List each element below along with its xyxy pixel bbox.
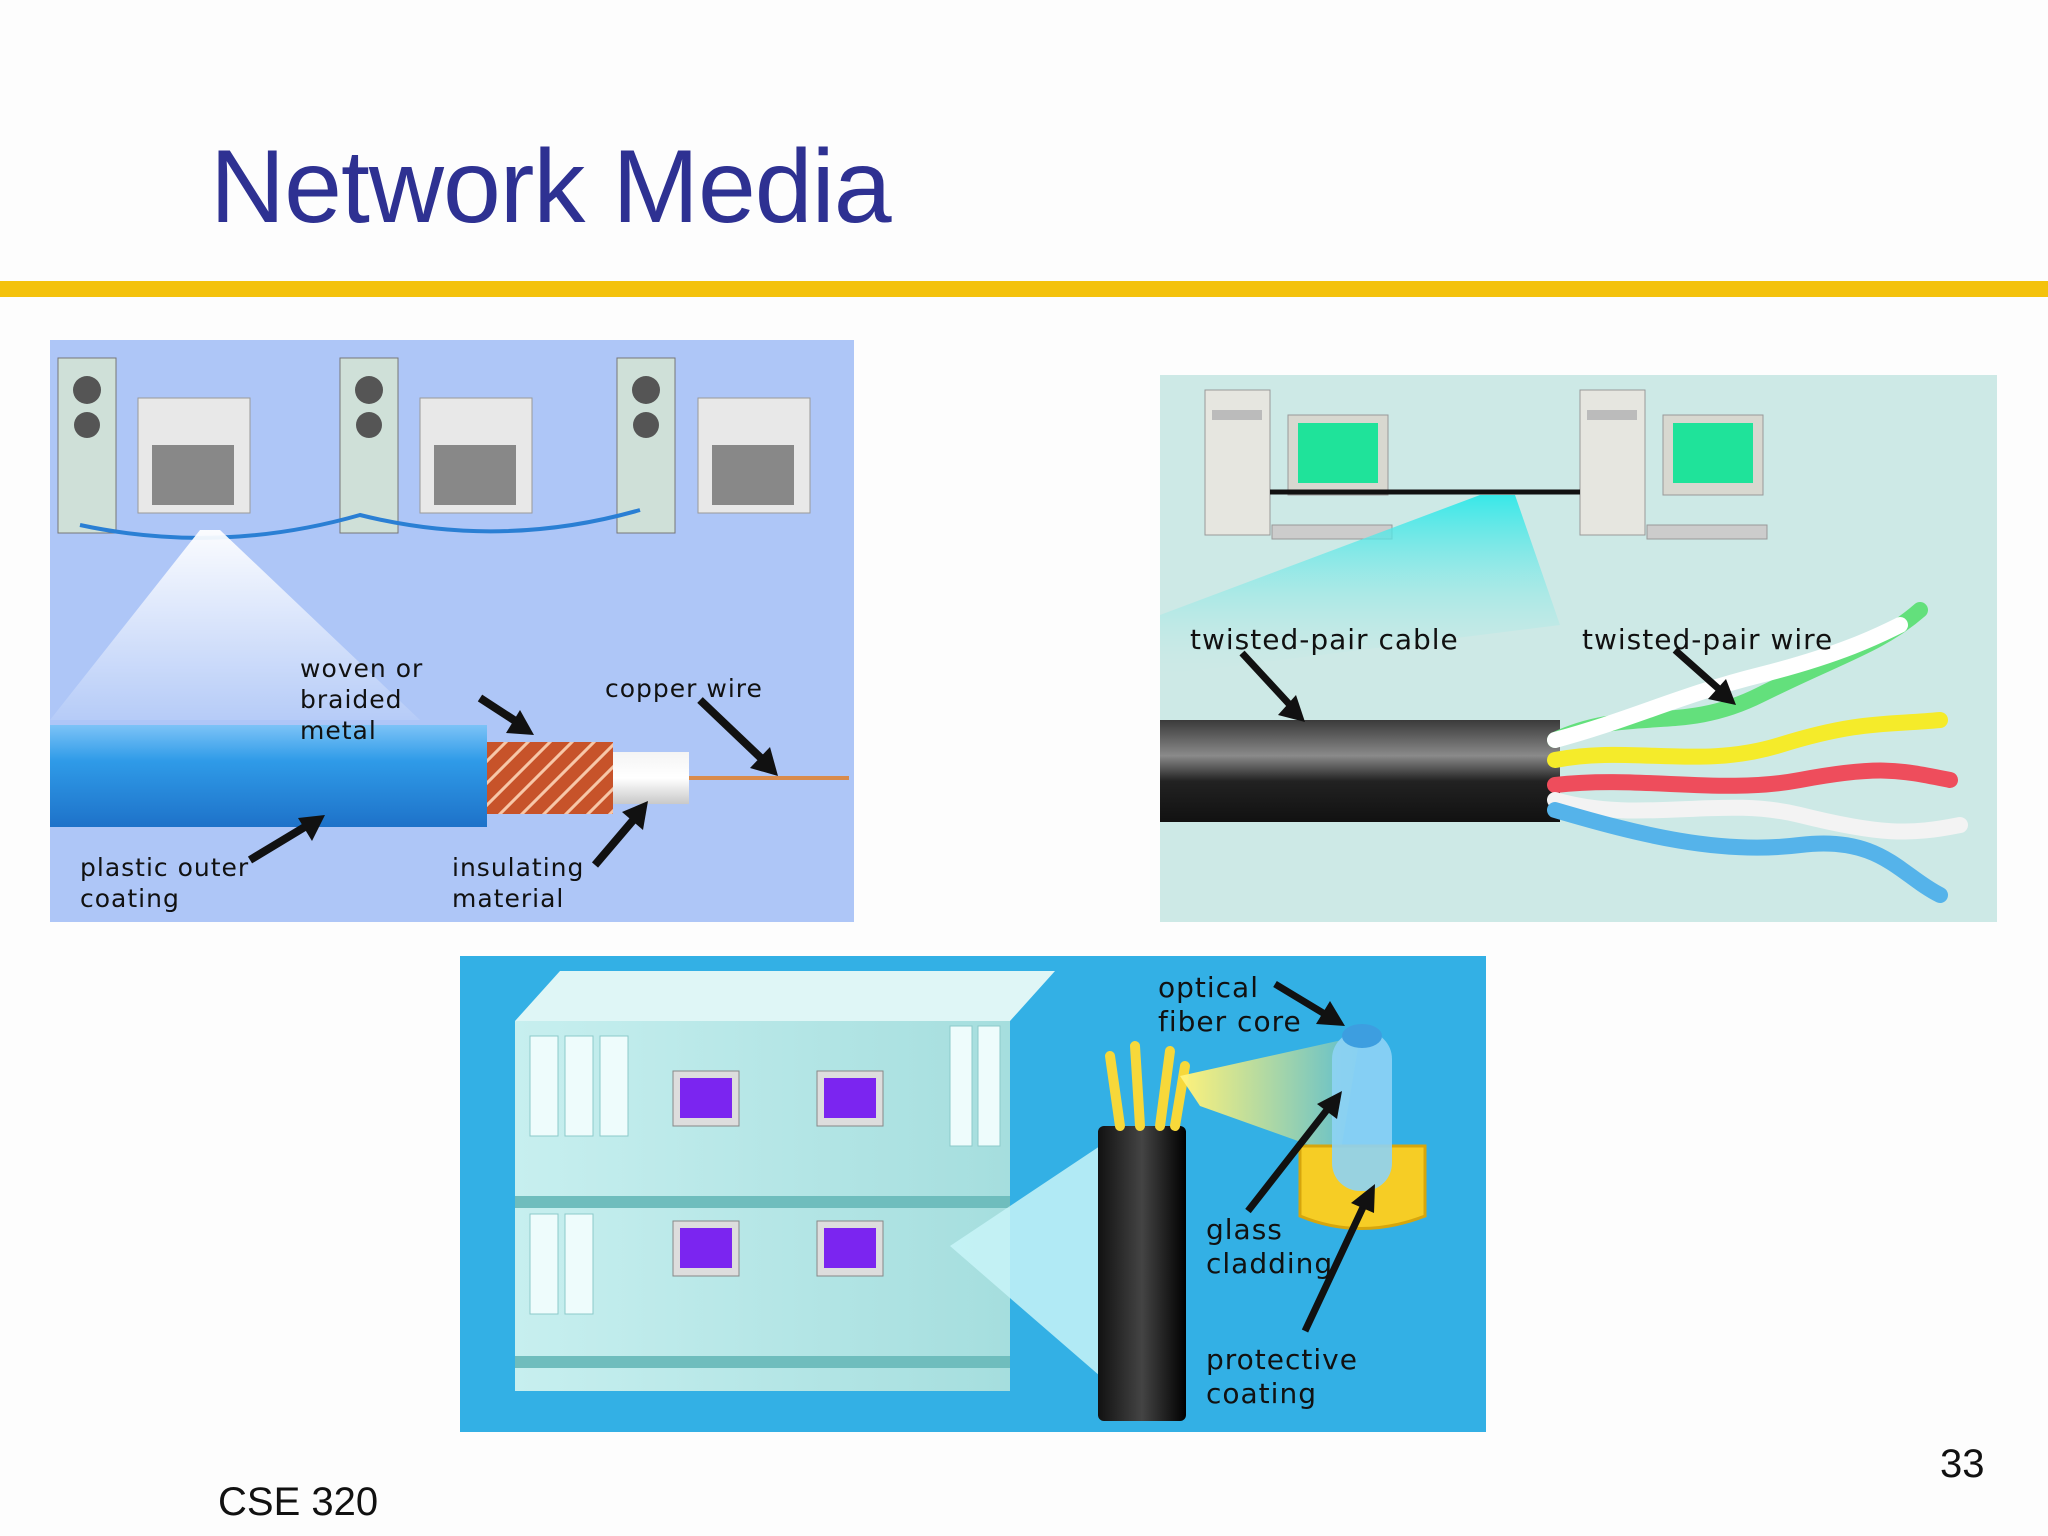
building-roof <box>515 971 1055 1021</box>
fiber-strands <box>1105 1041 1190 1131</box>
label-twisted-pair-cable: twisted-pair cable <box>1190 623 1459 656</box>
coax-arrows <box>247 694 778 868</box>
optical-fiber-core <box>1342 1024 1382 1048</box>
label-protective-coating: protective coating <box>1206 1343 1358 1410</box>
building-floor <box>515 1196 1010 1208</box>
fiber-optic-figure: optical fiber core glass cladding protec… <box>460 956 1486 1432</box>
slide-title: Network Media <box>210 129 892 245</box>
insulating-layer <box>613 752 689 804</box>
label-copper-wire: copper wire <box>605 674 763 703</box>
glass-cladding <box>1332 1031 1392 1191</box>
copper-wire <box>689 776 849 780</box>
label-woven-braided-metal: woven or braided metal <box>300 654 424 745</box>
twisted-pair-figure: twisted-pair cable twisted-pair wire <box>1160 375 1997 922</box>
twisted-pair-illustration <box>1160 389 1968 903</box>
network-cable-line <box>79 508 641 540</box>
page-number: 33 <box>1940 1442 1985 1486</box>
braided-metal-layer <box>487 742 613 814</box>
course-footer: CSE 320 <box>218 1480 379 1524</box>
fiber-zoom-beam <box>950 1146 1100 1376</box>
office-computers <box>672 1070 884 1277</box>
twisted-wires <box>1547 602 1968 903</box>
computer-1 <box>57 357 251 534</box>
title-divider <box>0 281 2048 297</box>
computer-3 <box>616 357 811 534</box>
tp-computer-1 <box>1204 389 1393 540</box>
tp-computer-2 <box>1579 389 1768 540</box>
label-plastic-outer-coating: plastic outer coating <box>80 853 250 913</box>
building-ground-floor <box>515 1356 1010 1368</box>
coaxial-cable-figure: woven or braided metal copper wire plast… <box>50 340 854 922</box>
label-glass-cladding: glass cladding <box>1206 1213 1334 1280</box>
fiber-arrows <box>1245 981 1375 1333</box>
label-twisted-pair-wire: twisted-pair wire <box>1582 623 1834 656</box>
label-optical-fiber-core: optical fiber core <box>1158 971 1302 1038</box>
building-windows <box>529 1025 1001 1315</box>
tp-zoom-beam <box>1160 495 1560 675</box>
fiber-optic-illustration <box>515 971 1427 1421</box>
label-insulating-material: insulating material <box>452 853 585 913</box>
twisted-pair-jacket <box>1160 720 1560 822</box>
plastic-outer-coating <box>50 725 487 827</box>
zoom-beam <box>50 530 420 720</box>
tp-arrows <box>1239 647 1736 722</box>
computer-2 <box>339 357 533 534</box>
fiber-cable-jacket <box>1098 1126 1186 1421</box>
coaxial-cable-illustration <box>50 357 849 868</box>
